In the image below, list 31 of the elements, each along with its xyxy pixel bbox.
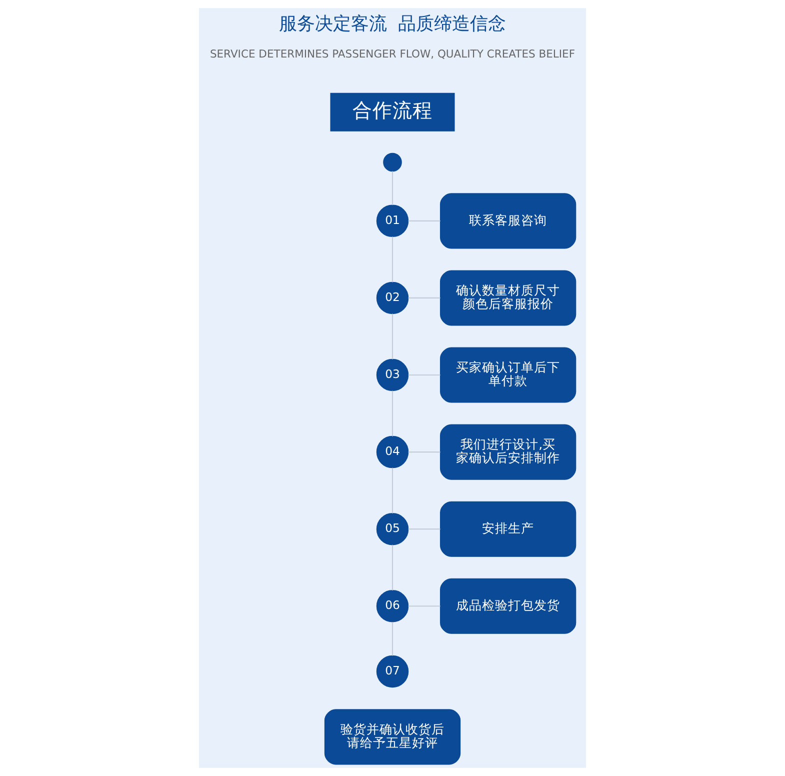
- node-circle: 05: [376, 512, 409, 546]
- connector: [408, 374, 440, 376]
- connector: [392, 236, 394, 282]
- connector: [408, 220, 440, 222]
- connector: [408, 297, 440, 298]
- connector: [392, 622, 394, 656]
- node-box: 确认数量材质尺寸颜色后客服报价: [440, 270, 576, 326]
- connector: [392, 544, 394, 590]
- connector: [392, 390, 394, 436]
- node-circle: 02: [376, 282, 409, 314]
- label: SERVICE DETERMINES PASSENGER FLOW, QUALITY CREATES BELIEF: [210, 48, 576, 61]
- node-circle: 03: [376, 358, 409, 392]
- node-box: 安排生产: [440, 501, 576, 557]
- connector: [392, 314, 394, 360]
- connector: [392, 171, 394, 206]
- node-circle: 04: [376, 436, 409, 468]
- node-box: 成品检验打包发货: [440, 578, 576, 634]
- diagram-title: 服务决定客流 品质缔造信念: [278, 14, 506, 35]
- connector: [408, 528, 440, 530]
- node-circle: 07: [376, 655, 409, 688]
- node-box: 买家确认订单后下单付款: [440, 347, 576, 403]
- connector: [392, 468, 394, 514]
- node-box: 验货并确认收货后请给予五星好评: [324, 709, 461, 765]
- node-box: 联系客服咨询: [440, 193, 576, 249]
- connector: [408, 606, 440, 607]
- node-circle: [383, 152, 402, 172]
- node-circle: 06: [376, 590, 409, 622]
- connector: [408, 452, 440, 453]
- node-box: 我们进行设计,买家确认后安排制作: [440, 424, 576, 480]
- node-circle: 01: [376, 204, 409, 238]
- node-box: 合作流程: [330, 92, 455, 132]
